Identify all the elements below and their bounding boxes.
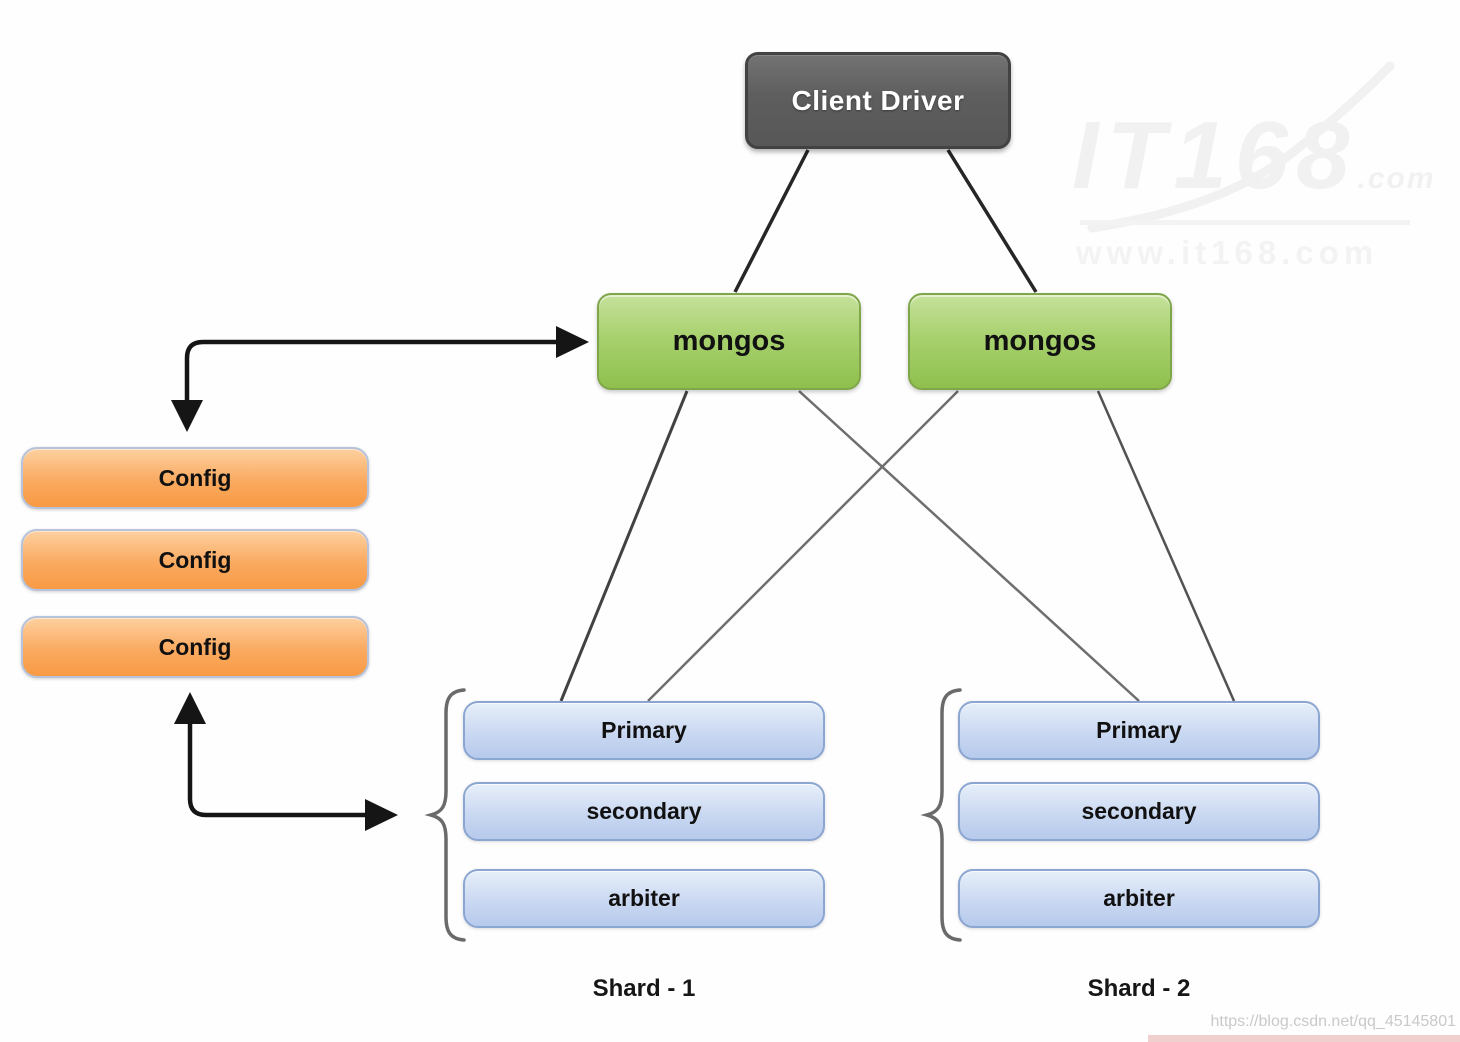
config-server-2-node: Config	[21, 529, 369, 591]
it168-logo-text: IT168.com	[1072, 108, 1436, 204]
mongos-1-node: mongos	[597, 293, 861, 390]
it168-swoosh-icon	[1087, 61, 1395, 233]
arrowhead-up-icon	[174, 692, 206, 724]
pink-highlight-strip	[1148, 1035, 1460, 1042]
shard-1-label: Shard - 1	[592, 975, 696, 1002]
config-shard-arrow	[174, 692, 398, 831]
it168-watermark: IT168.com www.it168.com	[1072, 58, 1434, 271]
shard-1-arbiter-node: arbiter	[463, 869, 825, 928]
client-to-mongos-2-line	[946, 149, 1038, 293]
csdn-url-watermark: https://blog.csdn.net/qq_45145801	[1210, 1013, 1456, 1030]
it168-logo-suffix: .com	[1357, 162, 1436, 195]
mongos-1-to-shard-1-line	[559, 390, 689, 702]
shard-2-arbiter-node: arbiter	[958, 869, 1320, 928]
arrowhead-down-icon	[171, 400, 203, 432]
it168-url-text: www.it168.com	[1076, 234, 1379, 271]
it168-logo-main: IT168	[1072, 102, 1358, 209]
mongos-2-node: mongos	[908, 293, 1172, 390]
it168-underline	[1080, 220, 1410, 225]
client-driver-node: Client Driver	[745, 52, 1011, 149]
config-server-3-node: Config	[21, 616, 369, 678]
config-server-1-node: Config	[21, 447, 369, 509]
mongos-1-to-shard-2-line	[798, 390, 1140, 702]
mongos-2-to-shard-1-line	[647, 390, 959, 702]
shard-1-primary-node: Primary	[463, 701, 825, 760]
arrowhead-right-icon	[556, 326, 589, 358]
shard-2-brace	[920, 688, 962, 942]
shard-2-label: Shard - 2	[1087, 975, 1191, 1002]
client-to-mongos-1-line	[733, 149, 810, 293]
shard-2-secondary-node: secondary	[958, 782, 1320, 841]
mongos-2-to-shard-2-line	[1096, 390, 1236, 702]
shard-1-secondary-node: secondary	[463, 782, 825, 841]
arrowhead-right2-icon	[365, 799, 398, 831]
config-mongos-arrow	[171, 326, 589, 432]
shard-1-brace	[424, 688, 466, 942]
shard-2-primary-node: Primary	[958, 701, 1320, 760]
